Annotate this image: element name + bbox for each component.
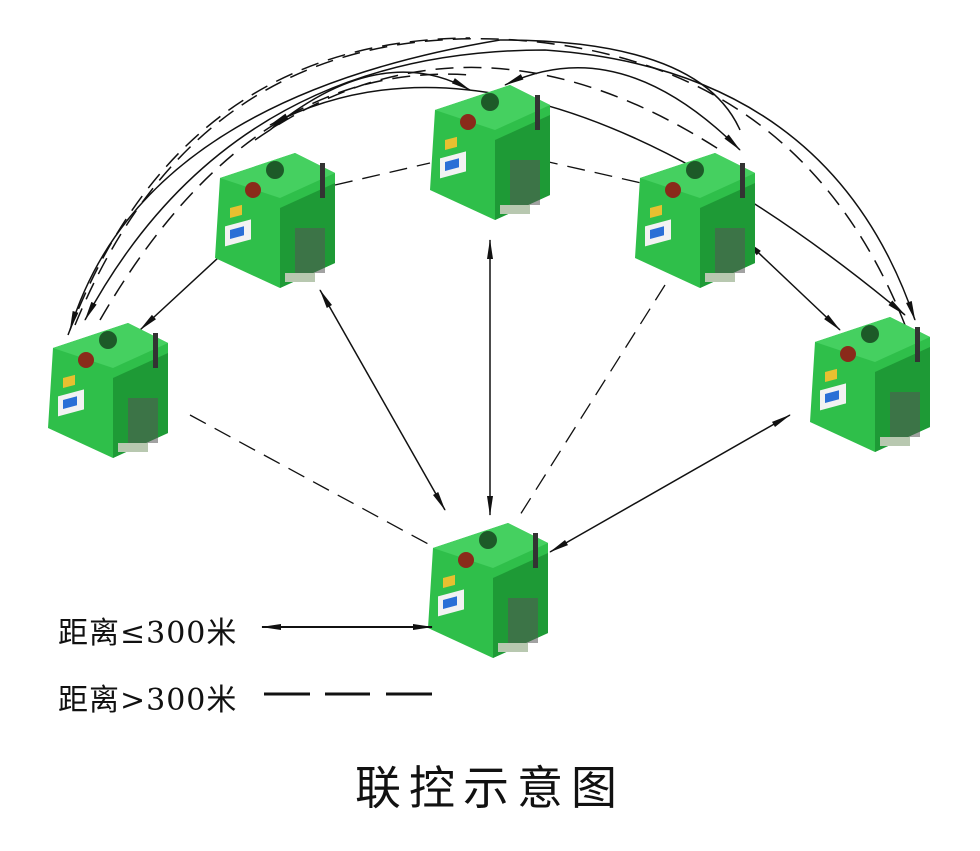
long-range-arcs (67, 37, 916, 336)
link-upperright-bottom (519, 284, 666, 516)
arc-upperleft-upperright (254, 66, 721, 151)
device-right (810, 317, 930, 452)
device-top (430, 85, 550, 220)
legend-label-near: 距离≤300米 (58, 616, 238, 651)
dashed-links (189, 159, 666, 546)
device-upper-right (635, 153, 755, 288)
link-upperleft-top (334, 162, 431, 186)
device-left (48, 323, 168, 458)
link-left-upperleft (139, 244, 233, 331)
link-top-upperright (539, 159, 651, 186)
link-right-bottom (549, 414, 791, 553)
device-bottom (428, 523, 548, 658)
link-upperleft-bottom (319, 289, 446, 511)
arc-left-upperright (69, 39, 741, 331)
legend-label-far: 距离>300米 (58, 683, 238, 718)
device-upper-left (215, 153, 335, 288)
link-upperright-right (744, 239, 841, 331)
link-left-bottom (189, 414, 431, 546)
diagram-title: 联控示意图 (355, 761, 625, 815)
arc-left-top-2 (99, 73, 471, 321)
arc-upperleft-right (269, 86, 906, 316)
solid-links (139, 239, 841, 553)
arc-upperleft-top (269, 71, 471, 131)
arc-left-top (67, 37, 471, 336)
